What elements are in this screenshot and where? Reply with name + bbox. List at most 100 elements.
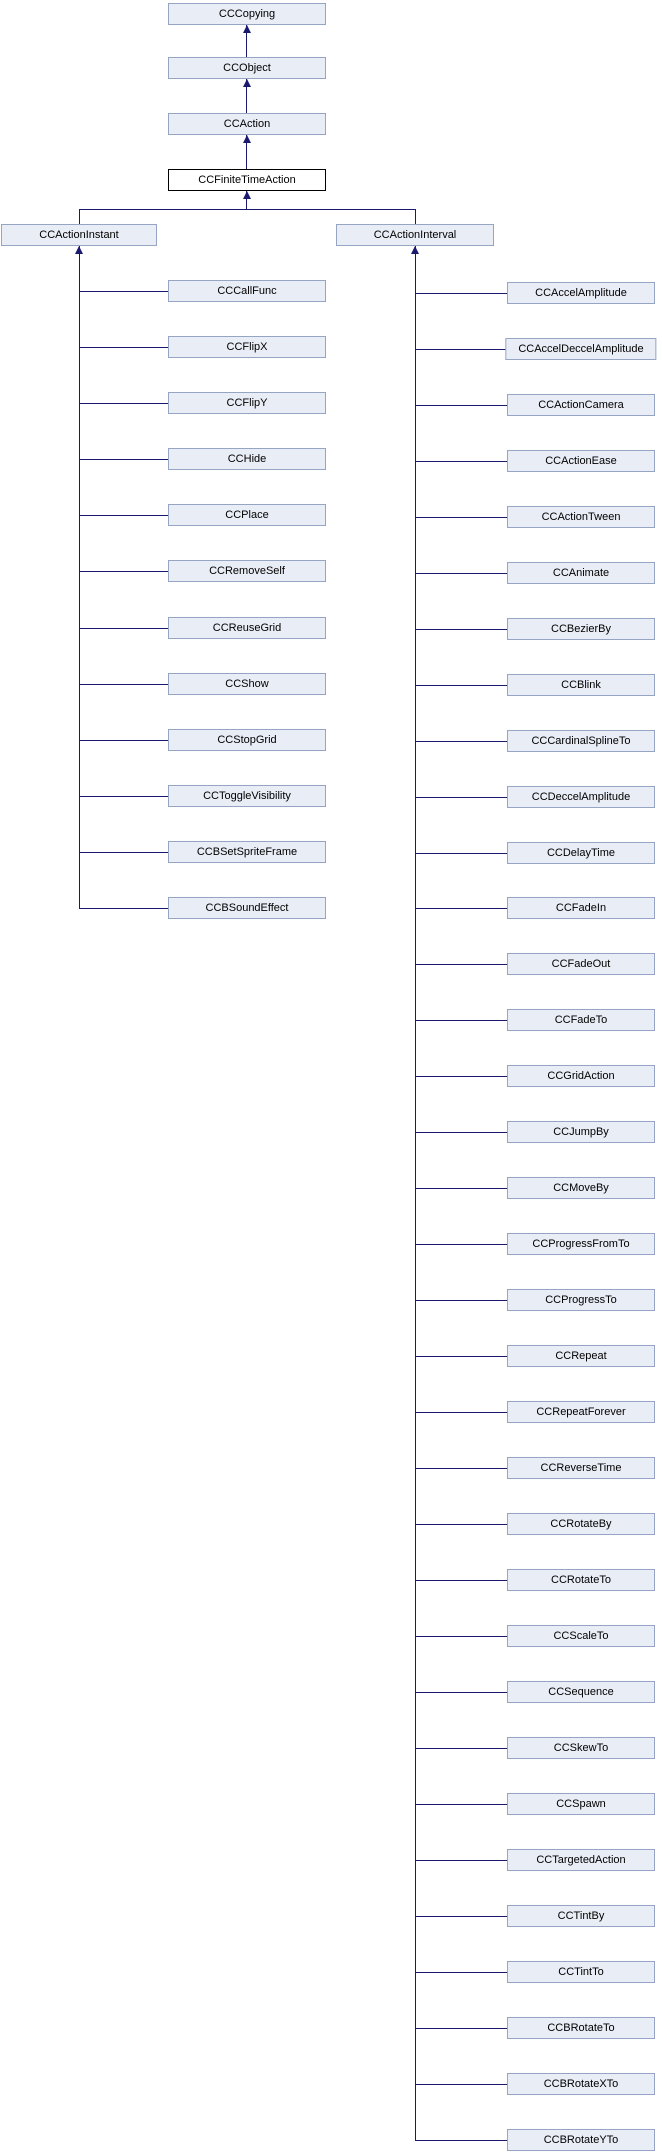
class-node-CCAccelAmplitude[interactable]: CCAccelAmplitude — [507, 282, 655, 304]
class-node-CCTargetedAction[interactable]: CCTargetedAction — [507, 1849, 655, 1871]
inheritance-edge — [415, 461, 515, 462]
inheritance-edge — [79, 459, 176, 460]
class-node-CCPlace[interactable]: CCPlace — [168, 504, 326, 526]
inheritance-edge — [415, 209, 416, 224]
class-node-CCAction[interactable]: CCAction — [168, 113, 326, 135]
class-node-CCSpawn[interactable]: CCSpawn — [507, 1793, 655, 1815]
inheritance-edge — [415, 1916, 515, 1917]
class-node-CCGridAction[interactable]: CCGridAction — [507, 1065, 655, 1087]
inheritance-edge — [415, 517, 515, 518]
inheritance-edge — [415, 908, 515, 909]
inheritance-edge — [415, 1244, 515, 1245]
class-node-CCDelayTime[interactable]: CCDelayTime — [507, 842, 655, 864]
inheritance-edge — [246, 25, 247, 57]
class-node-CCProgressTo[interactable]: CCProgressTo — [507, 1289, 655, 1311]
inheritance-edge — [415, 405, 515, 406]
class-node-CCFlipY[interactable]: CCFlipY — [168, 392, 326, 414]
class-node-CCJumpBy[interactable]: CCJumpBy — [507, 1121, 655, 1143]
class-node-CCCallFunc[interactable]: CCCallFunc — [168, 280, 326, 302]
class-node-CCSequence[interactable]: CCSequence — [507, 1681, 655, 1703]
class-node-CCBSetSpriteFrame[interactable]: CCBSetSpriteFrame — [168, 841, 326, 863]
class-node-CCRotateBy[interactable]: CCRotateBy — [507, 1513, 655, 1535]
class-node-CCFadeTo[interactable]: CCFadeTo — [507, 1009, 655, 1031]
class-node-CCScaleTo[interactable]: CCScaleTo — [507, 1625, 655, 1647]
class-node-CCCopying[interactable]: CCCopying — [168, 3, 326, 25]
class-node-CCActionCamera[interactable]: CCActionCamera — [507, 394, 655, 416]
arrow-up-icon — [411, 246, 419, 254]
class-node-CCActionTween[interactable]: CCActionTween — [507, 506, 655, 528]
inheritance-edge — [415, 1972, 515, 1973]
inheritance-edge — [79, 796, 176, 797]
class-node-CCFadeOut[interactable]: CCFadeOut — [507, 953, 655, 975]
arrow-up-icon — [243, 25, 251, 33]
inheritance-edge — [246, 191, 247, 209]
inheritance-edge — [79, 515, 176, 516]
inheritance-edge — [415, 2140, 515, 2141]
class-node-CCRepeatForever[interactable]: CCRepeatForever — [507, 1401, 655, 1423]
class-node-CCStopGrid[interactable]: CCStopGrid — [168, 729, 326, 751]
class-node-CCTintBy[interactable]: CCTintBy — [507, 1905, 655, 1927]
inheritance-edge — [79, 209, 80, 224]
inheritance-edge — [415, 1468, 515, 1469]
class-node-CCRotateTo[interactable]: CCRotateTo — [507, 1569, 655, 1591]
class-node-CCObject[interactable]: CCObject — [168, 57, 326, 79]
class-node-CCReverseTime[interactable]: CCReverseTime — [507, 1457, 655, 1479]
arrow-up-icon — [243, 191, 251, 199]
inheritance-edge — [415, 629, 515, 630]
arrow-up-icon — [243, 79, 251, 87]
class-node-CCAccelDeccelAmplitude[interactable]: CCAccelDeccelAmplitude — [505, 338, 657, 360]
arrow-up-icon — [243, 135, 251, 143]
class-node-CCBlink[interactable]: CCBlink — [507, 674, 655, 696]
inheritance-edge — [246, 135, 247, 169]
inheritance-edge — [415, 1300, 515, 1301]
inheritance-edge — [415, 349, 515, 350]
class-node-CCDeccelAmplitude[interactable]: CCDeccelAmplitude — [507, 786, 655, 808]
class-node-CCTintTo[interactable]: CCTintTo — [507, 1961, 655, 1983]
class-node-CCToggleVisibility[interactable]: CCToggleVisibility — [168, 785, 326, 807]
inheritance-edge — [415, 741, 515, 742]
inheritance-edge — [415, 1692, 515, 1693]
class-node-CCFlipX[interactable]: CCFlipX — [168, 336, 326, 358]
inheritance-edge — [415, 964, 515, 965]
inheritance-edge — [415, 797, 515, 798]
class-node-CCRepeat[interactable]: CCRepeat — [507, 1345, 655, 1367]
class-node-CCMoveBy[interactable]: CCMoveBy — [507, 1177, 655, 1199]
inheritance-edge — [415, 1804, 515, 1805]
class-node-CCProgressFromTo[interactable]: CCProgressFromTo — [507, 1233, 655, 1255]
inheritance-edge — [415, 293, 515, 294]
class-node-CCHide[interactable]: CCHide — [168, 448, 326, 470]
class-node-CCBRotateYTo[interactable]: CCBRotateYTo — [507, 2129, 655, 2151]
class-node-CCActionInstant[interactable]: CCActionInstant — [1, 224, 157, 246]
class-node-CCActionEase[interactable]: CCActionEase — [507, 450, 655, 472]
inheritance-edge — [79, 403, 176, 404]
class-node-CCActionInterval[interactable]: CCActionInterval — [336, 224, 494, 246]
inheritance-edge — [415, 1412, 515, 1413]
class-node-CCAnimate[interactable]: CCAnimate — [507, 562, 655, 584]
class-node-CCFadeIn[interactable]: CCFadeIn — [507, 897, 655, 919]
class-node-CCBRotateTo[interactable]: CCBRotateTo — [507, 2017, 655, 2039]
class-node-CCBSoundEffect[interactable]: CCBSoundEffect — [168, 897, 326, 919]
class-node-CCCardinalSplineTo[interactable]: CCCardinalSplineTo — [507, 730, 655, 752]
inheritance-edge — [415, 1132, 515, 1133]
inheritance-edge — [79, 628, 176, 629]
inheritance-edge — [415, 1748, 515, 1749]
inheritance-edge — [79, 571, 176, 572]
class-node-CCShow[interactable]: CCShow — [168, 673, 326, 695]
inheritance-edge — [415, 1356, 515, 1357]
class-node-CCBezierBy[interactable]: CCBezierBy — [507, 618, 655, 640]
inheritance-edge — [415, 1580, 515, 1581]
class-node-CCBRotateXTo[interactable]: CCBRotateXTo — [507, 2073, 655, 2095]
inheritance-edge — [415, 2028, 515, 2029]
arrow-up-icon — [75, 246, 83, 254]
class-node-CCReuseGrid[interactable]: CCReuseGrid — [168, 617, 326, 639]
class-node-CCFiniteTimeAction[interactable]: CCFiniteTimeAction — [168, 169, 326, 191]
inheritance-edge — [79, 347, 176, 348]
class-node-CCSkewTo[interactable]: CCSkewTo — [507, 1737, 655, 1759]
inheritance-edge — [79, 246, 80, 908]
inheritance-edge — [415, 246, 416, 2140]
inheritance-edge — [79, 684, 176, 685]
inheritance-edge — [415, 685, 515, 686]
class-node-CCRemoveSelf[interactable]: CCRemoveSelf — [168, 560, 326, 582]
inheritance-edge — [415, 1020, 515, 1021]
